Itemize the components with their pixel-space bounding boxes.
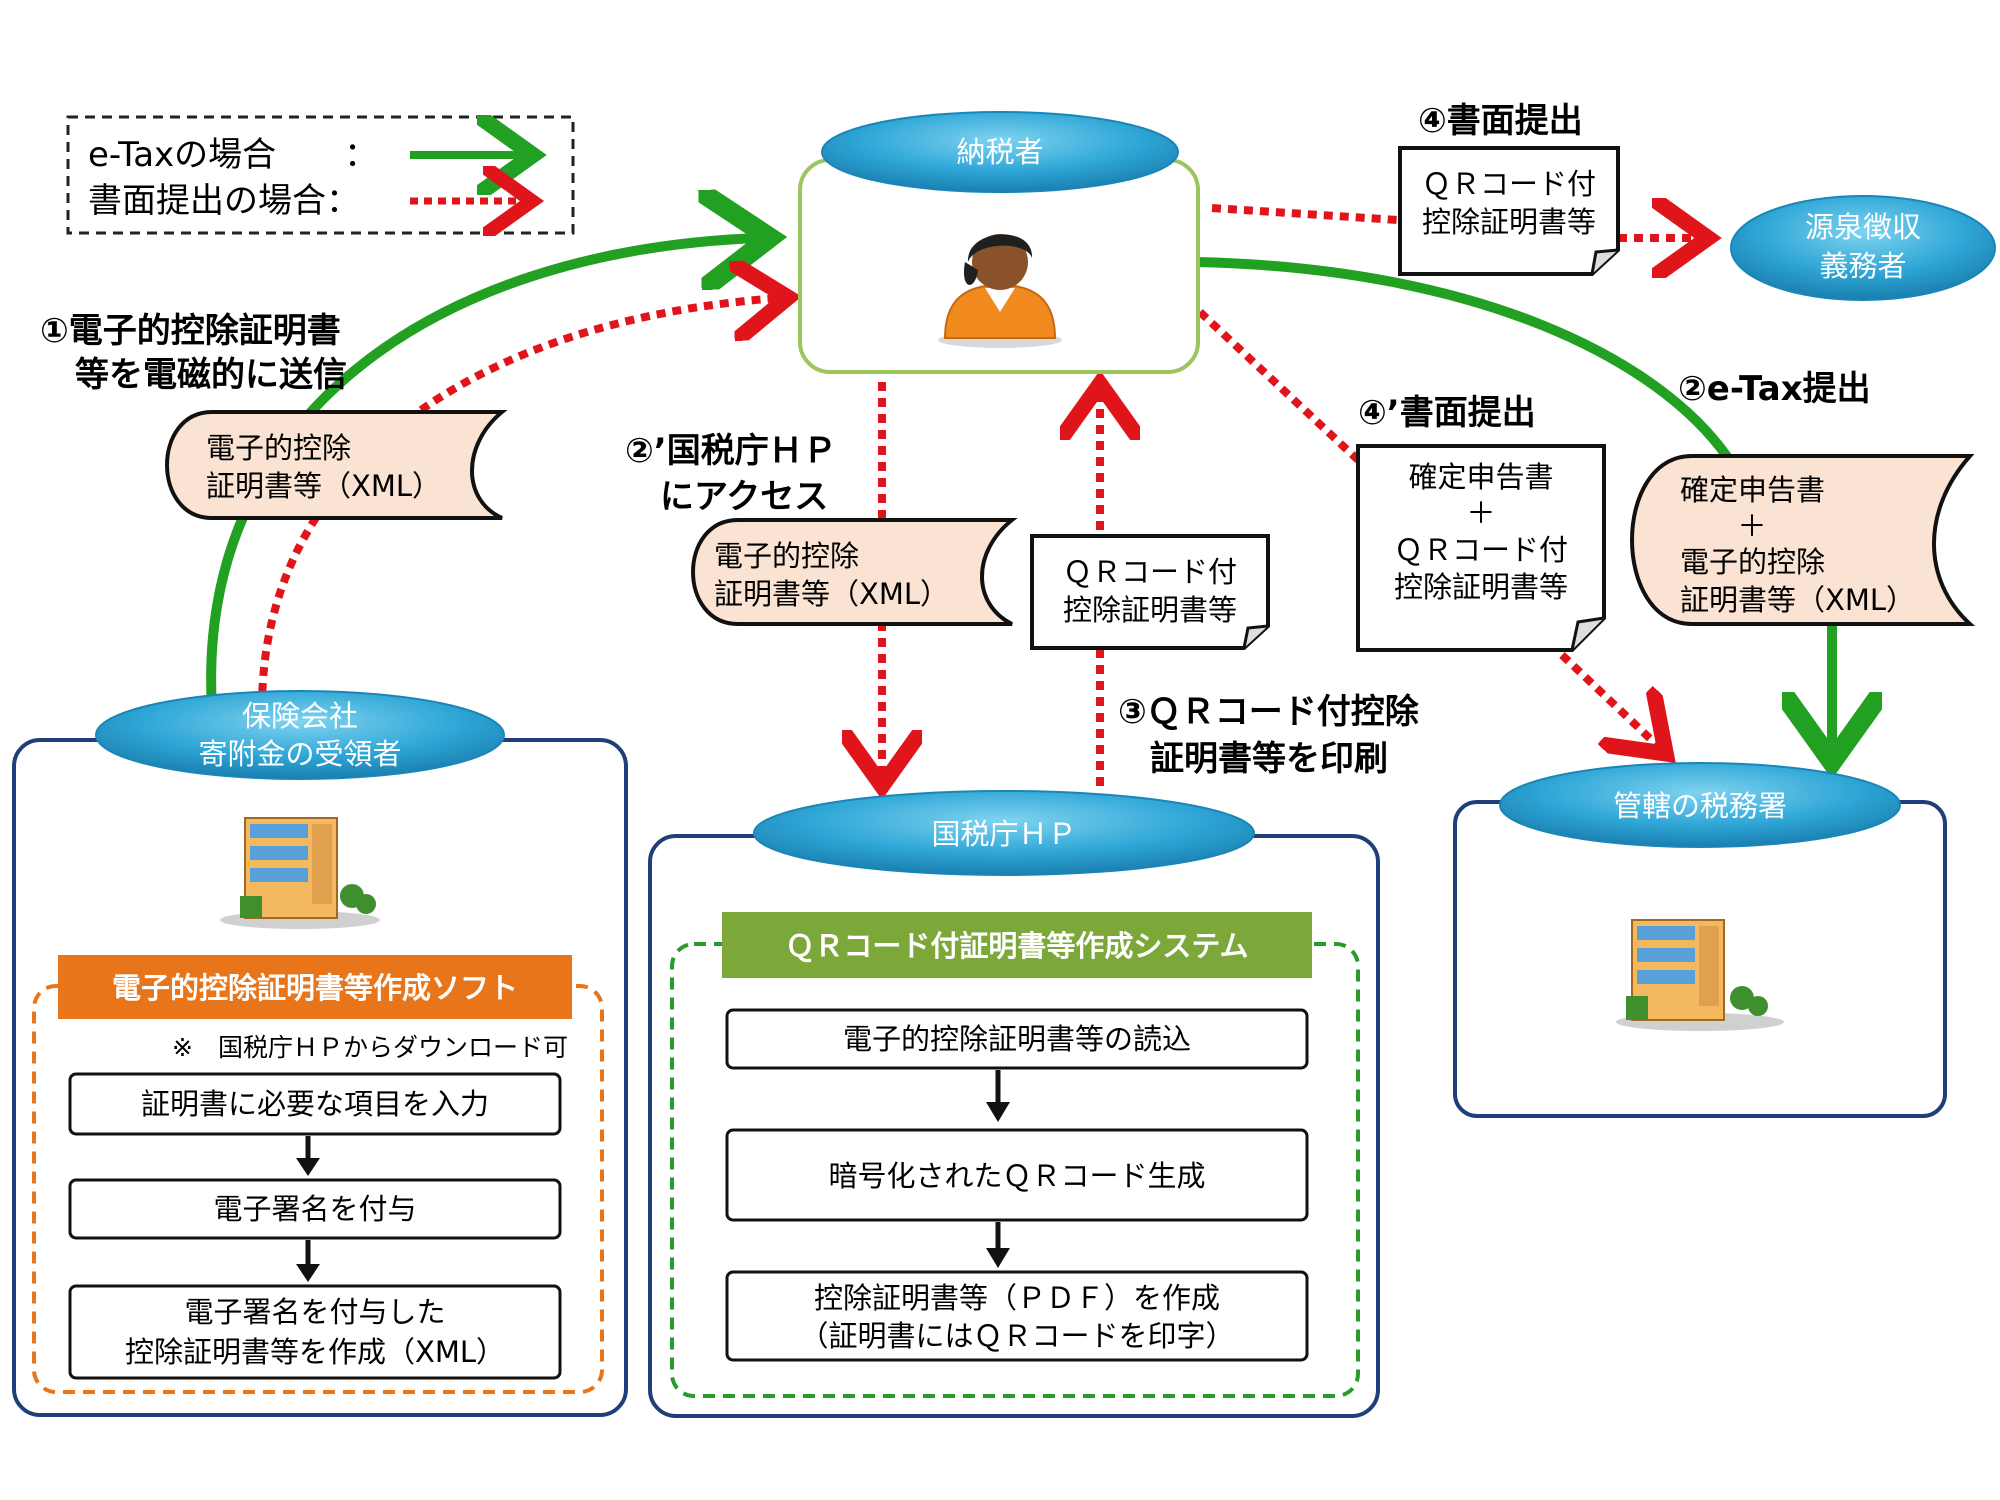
- system-step-3-line2: （証明書にはＱＲコードを印字）: [799, 1319, 1234, 1353]
- doc-qr-top-line2: 控除証明書等: [1422, 205, 1596, 239]
- arrow-s2-etax: [1195, 257, 1733, 461]
- doc-xml-center-line1: 電子的控除: [714, 539, 859, 573]
- flow-arrows: [206, 204, 1832, 786]
- step-s2p-line1: ②’国税庁ＨＰ: [625, 431, 837, 471]
- legend-paper-label: 書面提出の場合：: [88, 181, 360, 221]
- doc-return-qr-line3: ＱＲコード付: [1394, 533, 1568, 567]
- arrow-s1-paper: [258, 298, 780, 709]
- system-step-2-box: [725, 1128, 1309, 1222]
- software-step-1-box: [68, 1072, 562, 1136]
- nta-panel: 国税庁ＨＰ ＱＲコード付証明書等作成システム 電子的控除証明書等の読込 暗号化さ…: [648, 790, 1380, 1418]
- software-step-1: 証明書に必要な項目を入力: [141, 1087, 489, 1121]
- insurer-panel: 保険会社 寄附金の受領者 電子的控除証明書等作成ソフト ※ 国税庁ＨＰからダウン…: [12, 690, 628, 1417]
- taxpayer-oval: [821, 111, 1179, 193]
- software-title: 電子的控除証明書等作成ソフト: [112, 971, 518, 1005]
- system-step-1: 電子的控除証明書等の読込: [843, 1022, 1191, 1056]
- doc-qr-center-line2: 控除証明書等: [1063, 593, 1237, 627]
- doc-return-xml-line2: ＋: [1737, 509, 1766, 543]
- doc-return-qr: 確定申告書 ＋ ＱＲコード付 控除証明書等: [1356, 444, 1606, 652]
- step-s3-line1: ③ＱＲコード付控除: [1118, 692, 1420, 732]
- doc-xml-center: 電子的控除 証明書等（XML）: [691, 518, 1018, 626]
- nta-oval: [753, 790, 1255, 876]
- software-step-2-box: [68, 1178, 562, 1240]
- doc-xml-center-line2: 証明書等（XML）: [714, 577, 949, 611]
- tax-office-oval: [1499, 762, 1901, 848]
- doc-return-xml: 確定申告書 ＋ 電子的控除 証明書等（XML）: [1630, 454, 1976, 626]
- withholder-node: 源泉徴収 義務者: [1730, 195, 1996, 301]
- step-s2-label: ②e-Tax提出: [1678, 369, 1871, 409]
- doc-qr-center-line1: ＱＲコード付: [1063, 555, 1237, 589]
- withholder-label-1: 源泉徴収: [1805, 210, 1921, 244]
- step-s4p-label: ④’書面提出: [1358, 393, 1536, 433]
- doc-xml-left-line1: 電子的控除: [206, 431, 351, 465]
- doc-qr-top-line1: ＱＲコード付: [1422, 167, 1596, 201]
- legend-etax-label: e-Taxの場合 ：: [88, 135, 378, 175]
- step-s1-line2: 等を電磁的に送信: [75, 355, 347, 395]
- software-note: ※ 国税庁ＨＰからダウンロード可: [172, 1033, 568, 1062]
- doc-return-xml-line3: 電子的控除: [1680, 545, 1825, 579]
- arrow-s1-etax: [206, 238, 760, 709]
- software-title-bar: [58, 955, 572, 1019]
- withholder-oval: [1730, 195, 1996, 301]
- software-step-2: 電子署名を付与: [213, 1192, 416, 1226]
- withholder-label-2: 義務者: [1819, 249, 1906, 283]
- tax-office-panel: 管轄の税務署: [1453, 762, 1947, 1118]
- insurer-label-2: 寄附金の受領者: [198, 737, 401, 771]
- building-icon: [220, 817, 380, 929]
- step-s4-label: ④書面提出: [1418, 101, 1583, 141]
- system-step-3-box: [725, 1270, 1309, 1362]
- system-step-1-box: [725, 1008, 1309, 1070]
- software-step-3-box: [68, 1284, 562, 1380]
- system-step-2: 暗号化されたＱＲコード生成: [828, 1159, 1205, 1193]
- doc-return-qr-line1: 確定申告書: [1408, 460, 1553, 494]
- doc-xml-left: 電子的控除 証明書等（XML）: [165, 410, 508, 520]
- system-title: ＱＲコード付証明書等作成システム: [785, 929, 1248, 963]
- arrow-s4-paper-a: [1211, 204, 1399, 224]
- software-step-3-line1: 電子署名を付与した: [184, 1295, 445, 1329]
- doc-return-qr-line4: 控除証明書等: [1394, 570, 1568, 604]
- arrow-s4p-paper-b: [1559, 652, 1660, 748]
- step-labels: ①電子的控除証明書 等を電磁的に送信 ②’国税庁ＨＰ にアクセス ③ＱＲコード付…: [40, 101, 1871, 779]
- insurer-oval: [95, 690, 505, 780]
- doc-qr-top: ＱＲコード付 控除証明書等: [1398, 146, 1620, 276]
- doc-return-xml-line4: 証明書等（XML）: [1680, 583, 1915, 617]
- step-s3-line2: 証明書等を印刷: [1150, 739, 1388, 779]
- taxpayer-label: 納税者: [956, 135, 1043, 169]
- tax-office-label: 管轄の税務署: [1613, 789, 1787, 823]
- system-step-3-line1: 控除証明書等（ＰＤＦ）を作成: [814, 1281, 1220, 1315]
- doc-qr-center: ＱＲコード付 控除証明書等: [1030, 534, 1270, 650]
- nta-label: 国税庁ＨＰ: [931, 817, 1076, 851]
- doc-return-qr-line2: ＋: [1466, 496, 1495, 530]
- doc-return-xml-line1: 確定申告書: [1680, 473, 1825, 507]
- arrow-s4p-paper-a: [1197, 309, 1361, 463]
- system-title-bar: [722, 912, 1312, 978]
- doc-xml-left-line2: 証明書等（XML）: [206, 469, 441, 503]
- person-icon: [938, 234, 1062, 348]
- building-icon: [1616, 919, 1784, 1031]
- legend: e-Taxの場合 ： 書面提出の場合：: [66, 117, 575, 233]
- step-s2p-line2: にアクセス: [660, 477, 828, 517]
- insurer-label-1: 保険会社: [242, 699, 358, 733]
- software-step-3-line2: 控除証明書等を作成（XML）: [125, 1335, 505, 1369]
- step-s1-line1: ①電子的控除証明書: [40, 311, 341, 351]
- taxpayer-node: 納税者: [798, 111, 1200, 374]
